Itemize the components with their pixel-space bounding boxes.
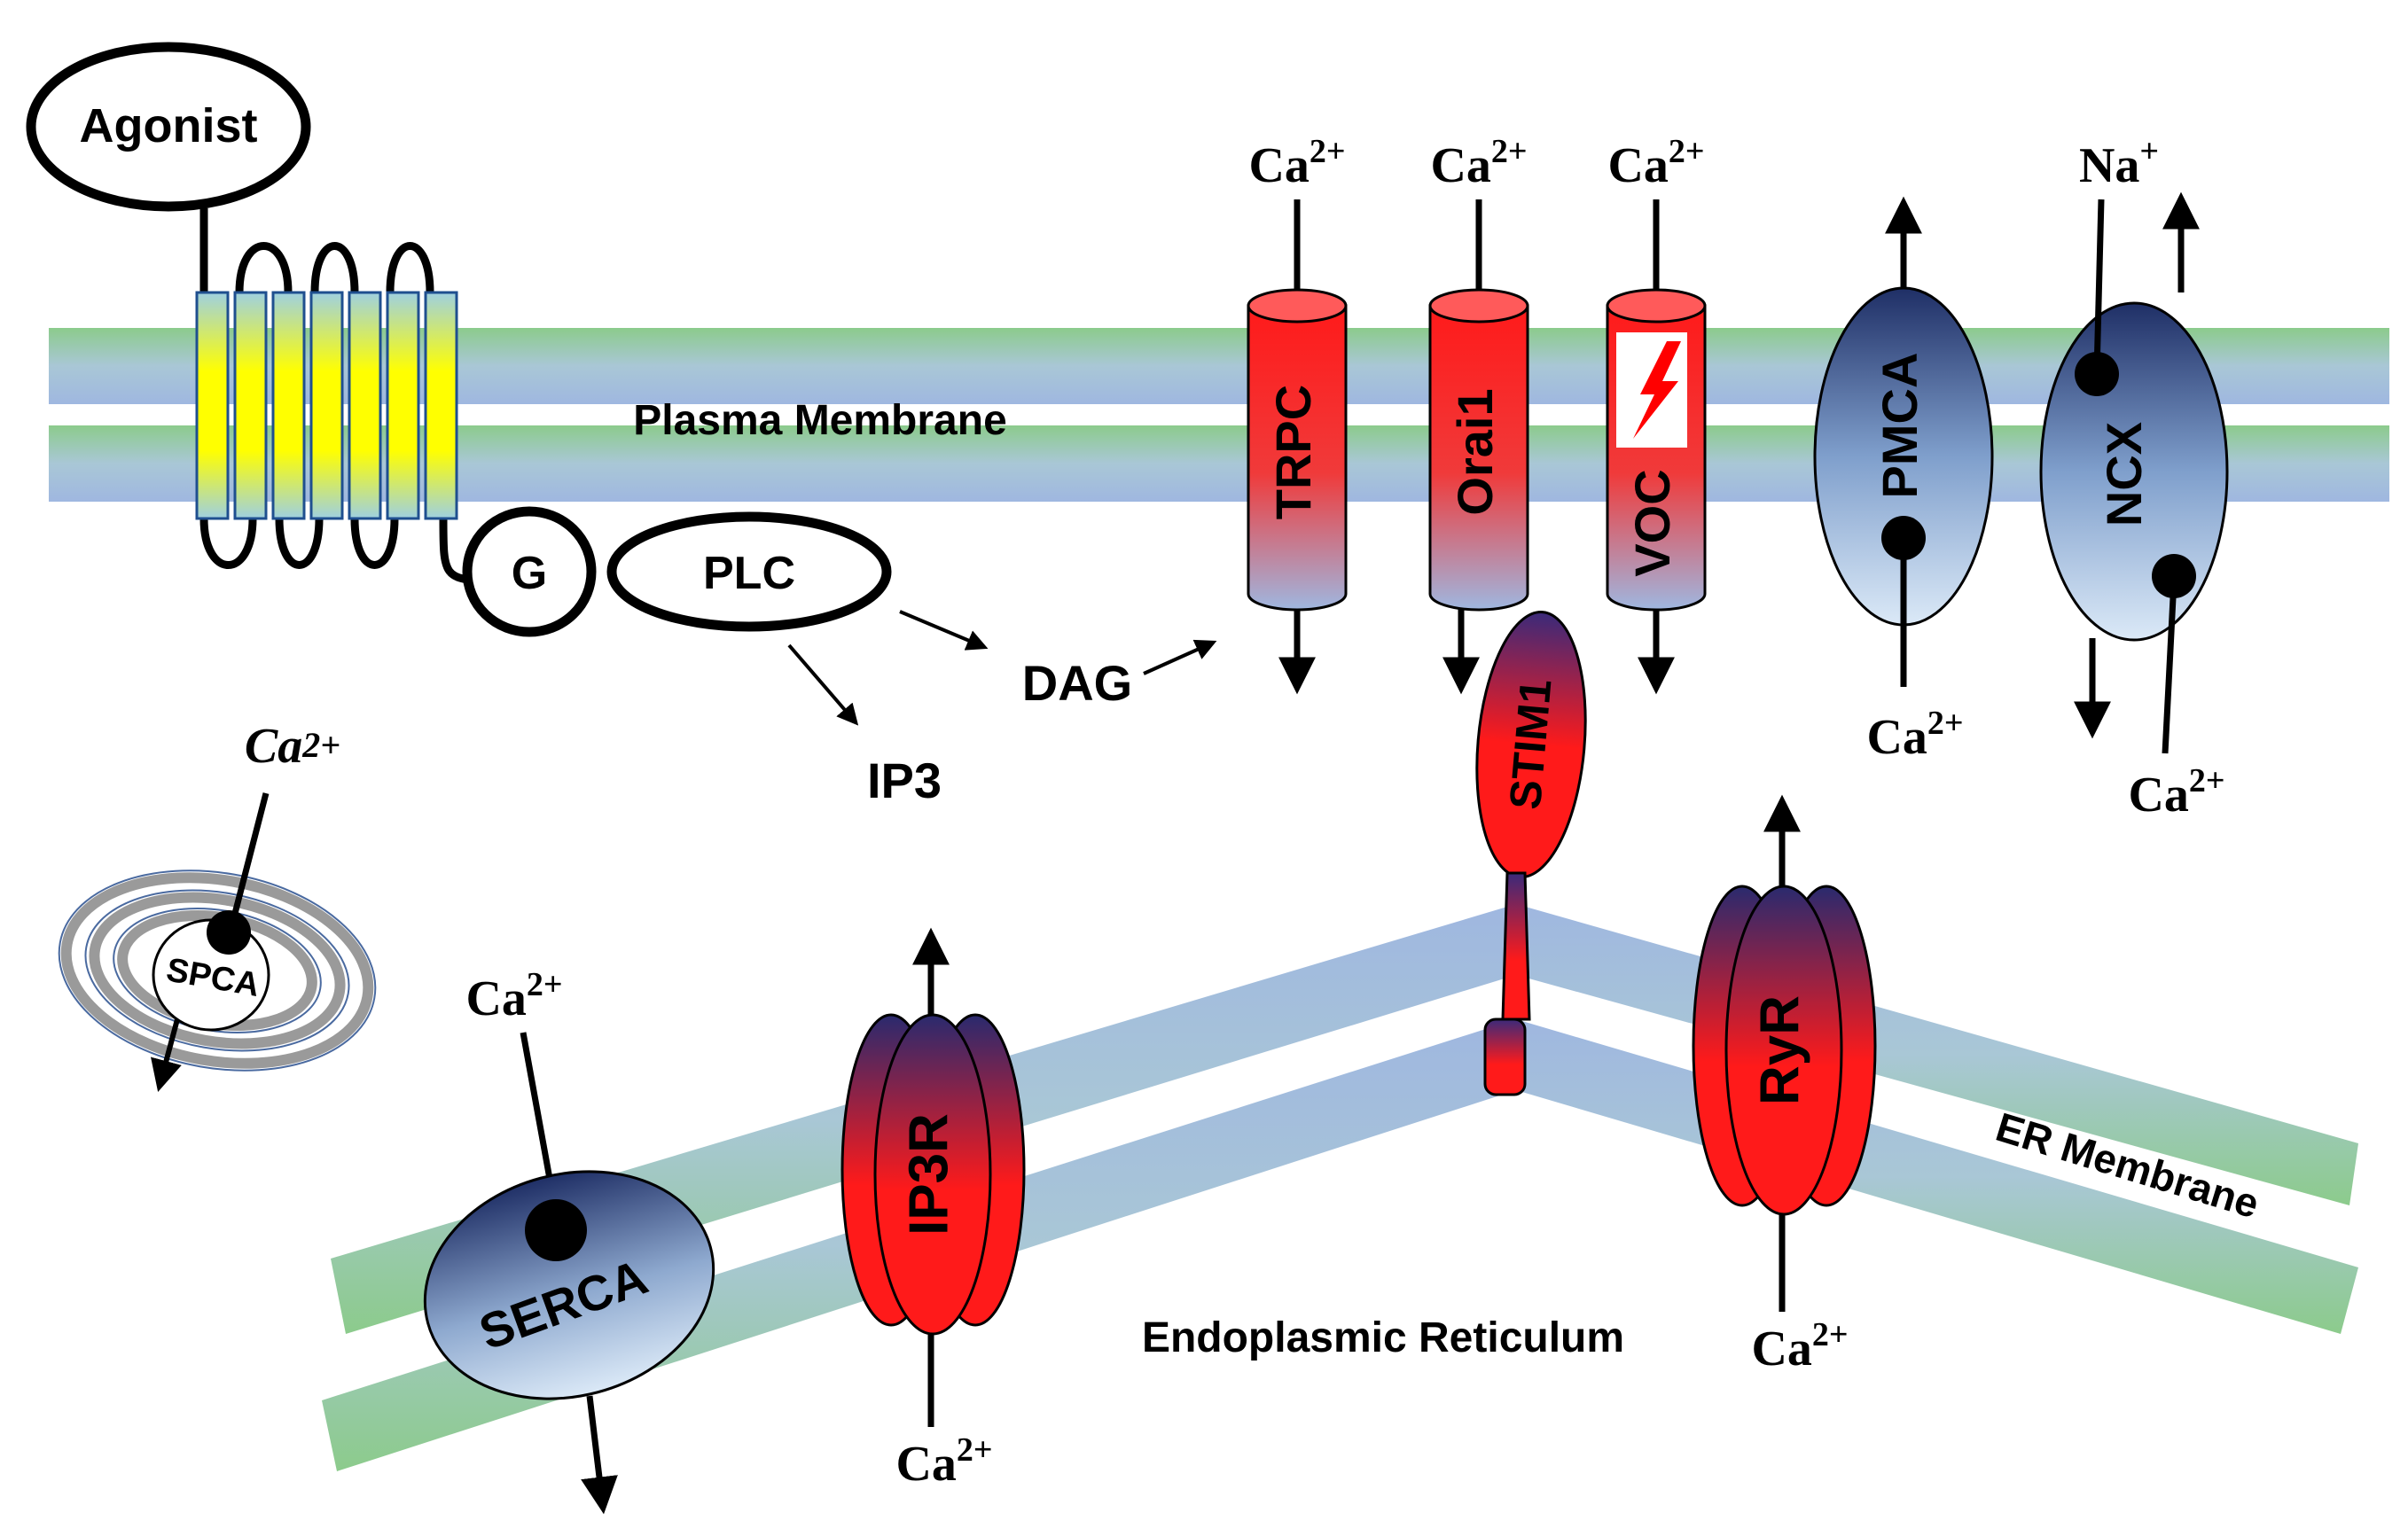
calcium-ion-voc: Ca2+ bbox=[1607, 133, 1704, 193]
trpc-channel: TRPC bbox=[1247, 199, 1348, 695]
calcium-ion-ryr: Ca2+ bbox=[1751, 1316, 1848, 1376]
ncx-label: NCX bbox=[2096, 422, 2152, 526]
plc-to-ip3-arrow bbox=[787, 643, 859, 726]
pmca-label: PMCA bbox=[1872, 353, 1927, 499]
calcium-ion-ncx: Ca2+ bbox=[2128, 762, 2224, 823]
g-protein: G bbox=[462, 506, 597, 637]
voc-label: VOC bbox=[1624, 469, 1680, 576]
ryr-receptor: RyR bbox=[1692, 794, 1877, 1312]
ip3-label: IP3 bbox=[867, 752, 942, 808]
spca-pump: SPCA bbox=[58, 792, 377, 1092]
plc-to-dag-arrow bbox=[899, 610, 989, 651]
plc-enzyme: PLC bbox=[606, 511, 892, 632]
agonist: Agonist bbox=[26, 42, 311, 212]
endoplasmic-reticulum-label: Endoplasmic Reticulum bbox=[1142, 1314, 1624, 1361]
dag-to-trpc-arrow bbox=[1143, 639, 1217, 675]
pmca-pump: PMCA bbox=[1813, 196, 1994, 687]
ip3r-receptor: IP3R bbox=[840, 927, 1026, 1427]
voc-channel: VOC bbox=[1606, 199, 1707, 695]
plasma-membrane-label: Plasma Membrane bbox=[633, 397, 1007, 444]
ip3r-label: IP3R bbox=[898, 1113, 959, 1236]
orai1-label: Orai1 bbox=[1447, 388, 1503, 515]
agonist-label: Agonist bbox=[80, 99, 258, 152]
calcium-ion-pmca: Ca2+ bbox=[1866, 705, 1963, 765]
sodium-ion-ncx: Na+ bbox=[2079, 133, 2159, 193]
ryr-label: RyR bbox=[1749, 995, 1810, 1105]
trpc-label: TRPC bbox=[1265, 385, 1321, 519]
gpcr-receptor bbox=[195, 208, 493, 585]
serca-pump: SERCA bbox=[423, 1032, 715, 1515]
calcium-ion-serca: Ca2+ bbox=[465, 966, 562, 1026]
calcium-ion-orai1: Ca2+ bbox=[1430, 133, 1527, 193]
g-protein-label: G bbox=[512, 548, 547, 599]
calcium-ion-ip3r: Ca2+ bbox=[895, 1431, 992, 1492]
calcium-ion-spca: Ca2+ bbox=[245, 719, 340, 774]
lightning-bolt-icon bbox=[1633, 341, 1681, 439]
calcium-ion-trpc: Ca2+ bbox=[1248, 133, 1345, 193]
dag-label: DAG bbox=[1022, 655, 1132, 711]
ncx-exchanger: NCX bbox=[2039, 191, 2229, 754]
orai1-channel: Orai1 bbox=[1428, 199, 1529, 695]
plc-label: PLC bbox=[703, 548, 795, 599]
stim1-label: STIM1 bbox=[1500, 677, 1561, 812]
stim1-sensor: STIM1 bbox=[1475, 610, 1587, 1096]
